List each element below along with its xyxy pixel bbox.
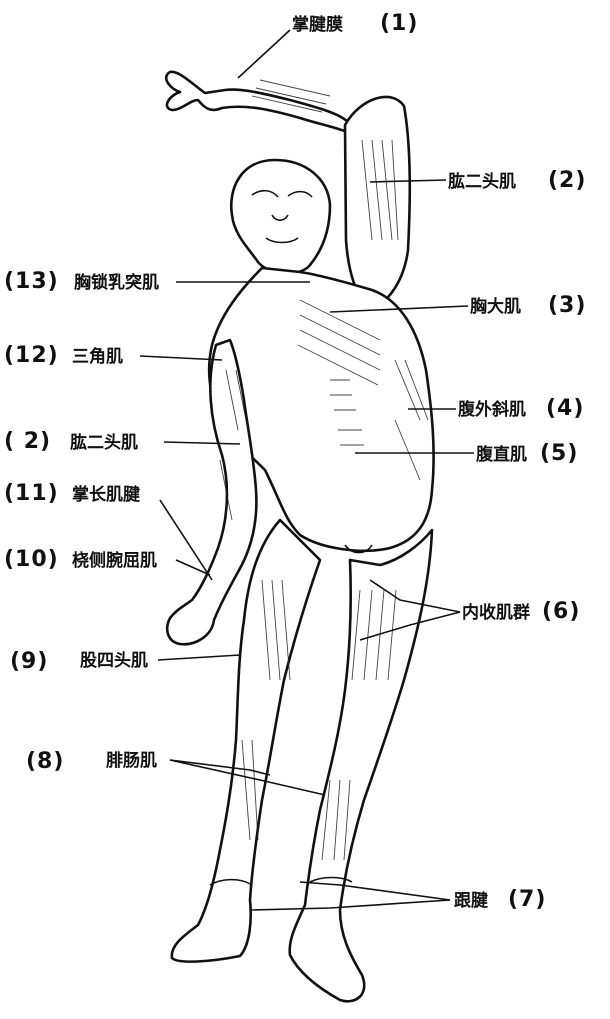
label-biceps-right: 肱二头肌 xyxy=(448,171,516,192)
number-3: (3) xyxy=(548,293,586,318)
label-deltoid: 三角肌 xyxy=(72,346,123,367)
label-gastrocnemius: 腓肠肌 xyxy=(106,751,157,771)
number-4: (4) xyxy=(546,396,584,421)
right-leg xyxy=(288,528,434,1003)
number-13: (13) xyxy=(4,269,59,294)
label-rectus-abdominis: 腹直肌 xyxy=(476,444,527,465)
number-1: (1) xyxy=(380,11,418,36)
number-6: (6) xyxy=(542,599,580,624)
label-palmaris-longus: 掌长肌腱 xyxy=(72,484,141,505)
number-10: (10) xyxy=(4,547,59,572)
number-2-left: ( 2) xyxy=(4,429,51,454)
number-2-right: (2) xyxy=(548,168,586,193)
muscle-hatching xyxy=(219,79,429,861)
labels: 掌腱膜 (1) 肱二头肌 (2) 胸大肌 (3) 腹外斜肌 (4) 腹直肌 (5… xyxy=(4,11,586,912)
number-11: (11) xyxy=(4,481,59,506)
label-palmar-aponeurosis: 掌腱膜 xyxy=(292,14,343,35)
number-7: (7) xyxy=(508,887,546,912)
leader-lines xyxy=(139,29,474,911)
label-quadriceps: 股四头肌 xyxy=(80,651,148,671)
label-pectoralis-major: 胸大肌 xyxy=(470,296,521,317)
body-illustration xyxy=(164,70,435,1003)
label-sternocleidomastoid: 胸锁乳突肌 xyxy=(74,272,159,293)
left-leg xyxy=(170,518,322,963)
number-12: (12) xyxy=(4,343,59,368)
label-brachioradialis: 桡侧腕屈肌 xyxy=(72,550,157,571)
head xyxy=(229,158,332,275)
number-8: (8) xyxy=(26,749,64,774)
label-external-oblique: 腹外斜肌 xyxy=(458,399,526,420)
raised-upper-arm xyxy=(343,95,412,312)
number-5: (5) xyxy=(540,441,578,466)
label-biceps-left: 肱二头肌 xyxy=(70,432,138,453)
number-9: (9) xyxy=(10,649,48,674)
label-adductors: 内收肌群 xyxy=(462,602,530,623)
label-tendons: 跟腱 xyxy=(454,891,489,911)
raised-arm xyxy=(164,70,364,252)
